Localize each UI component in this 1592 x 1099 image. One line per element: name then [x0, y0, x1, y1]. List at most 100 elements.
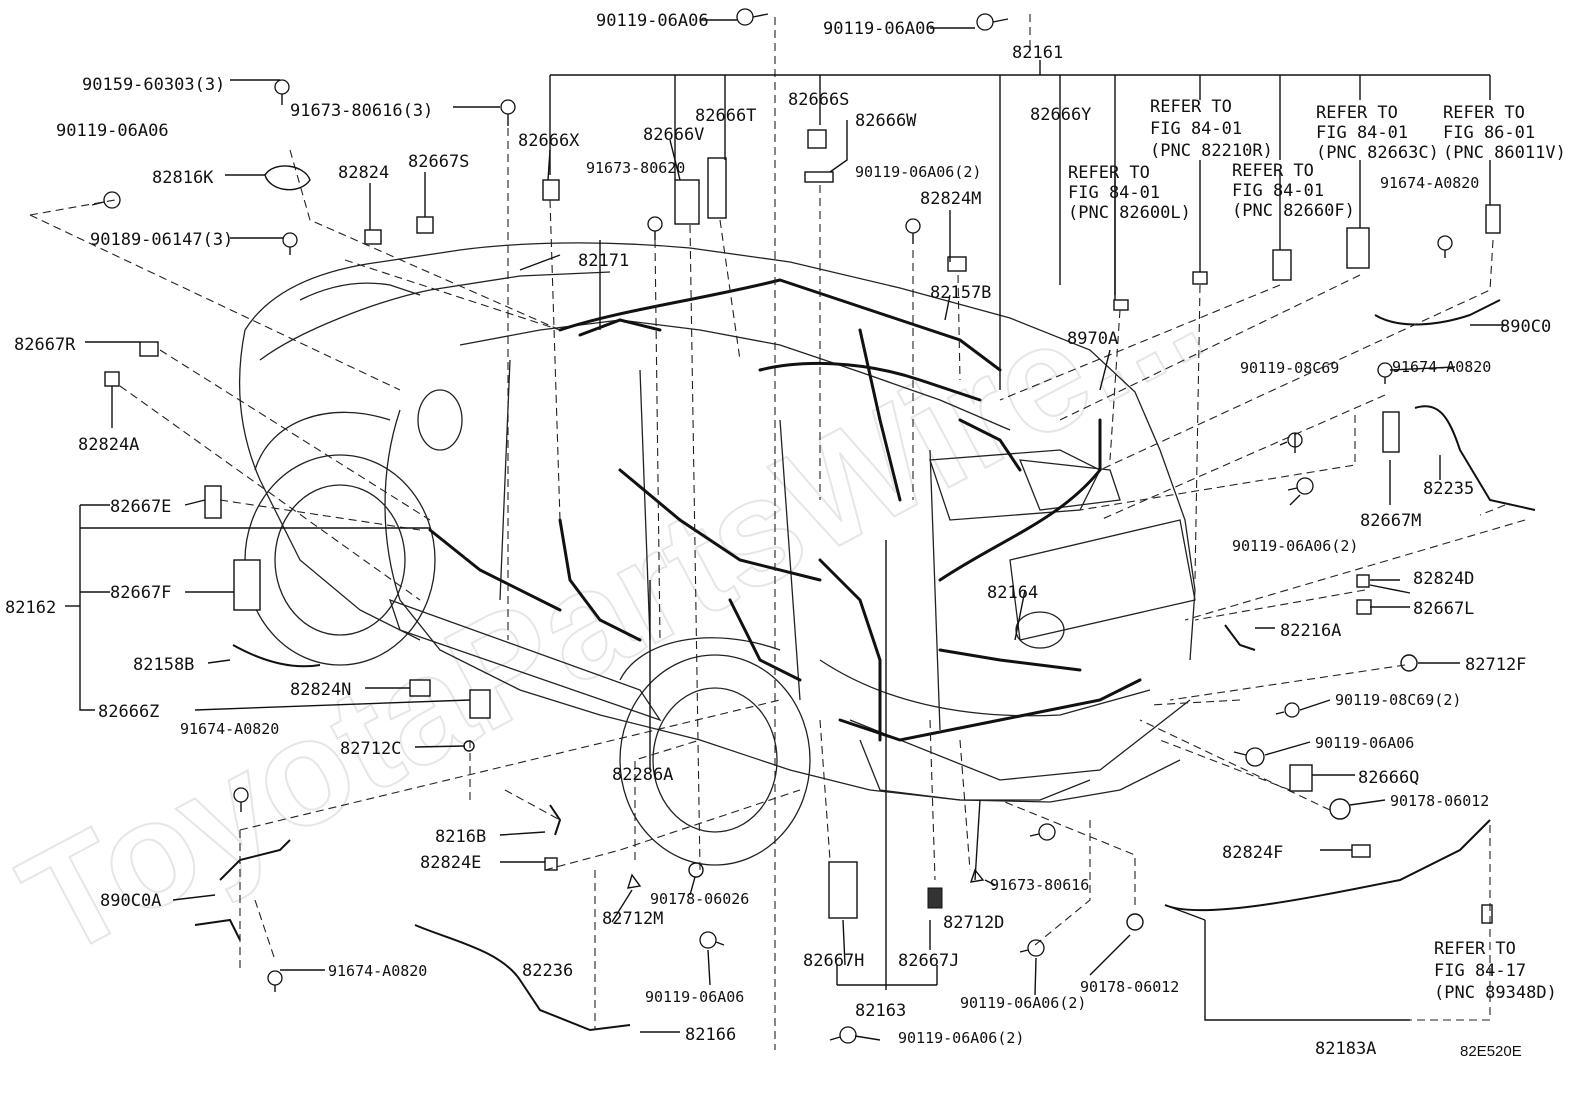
- part-label: 82824: [338, 163, 389, 183]
- part-label: 82163: [855, 1001, 906, 1021]
- part-label: 90178-06012: [1080, 978, 1179, 996]
- bracket-lines: [65, 19, 1505, 1041]
- part-label: 82166: [685, 1025, 736, 1045]
- part-label: 82667M: [1360, 511, 1421, 531]
- part-label: 90119-06A06: [56, 121, 169, 141]
- svg-text:(PNC 82663C): (PNC 82663C): [1316, 143, 1439, 163]
- refer-to-note: REFER TO FIG 84-01 (PNC 82663C): [1316, 103, 1439, 163]
- part-label: 82712F: [1465, 655, 1526, 675]
- svg-text:FIG 84-01: FIG 84-01: [1150, 119, 1242, 139]
- part-label: 82824F: [1222, 843, 1283, 863]
- bolt-icon: [274, 79, 290, 105]
- part-label: 82666S: [788, 90, 849, 110]
- vehicle-body: [238, 242, 1196, 866]
- bolt-icon: [699, 931, 725, 949]
- part-label: 890C0: [1500, 317, 1551, 337]
- part-label: 91673-80620: [586, 159, 685, 177]
- part-label: 82235: [1423, 479, 1474, 499]
- part-label: 90119-06A06: [645, 988, 744, 1006]
- bolt-icon: [647, 216, 663, 240]
- svg-text:REFER TO: REFER TO: [1443, 103, 1525, 123]
- part-labels: 90119-06A06 90119-06A06 82161 90159-6030…: [5, 11, 1566, 1060]
- figure-code: 82E520E: [1460, 1043, 1522, 1060]
- part-label: 82236: [522, 961, 573, 981]
- part-label: 82666Y: [1030, 105, 1091, 125]
- part-label: 90178-06012: [1390, 792, 1489, 810]
- part-label: 82667L: [1413, 599, 1474, 619]
- part-label: 82712D: [943, 913, 1004, 933]
- reference-lines: [29, 14, 1526, 1050]
- bolt-icon: [905, 218, 921, 244]
- refer-to-note: REFER TO FIG 86-01 (PNC 86011V): [1443, 103, 1566, 163]
- svg-text:REFER TO: REFER TO: [1232, 161, 1314, 181]
- svg-text:FIG 86-01: FIG 86-01: [1443, 123, 1535, 143]
- part-label: 90119-06A06(2): [898, 1029, 1024, 1047]
- refer-to-note: REFER TO FIG 84-01 (PNC 82210R): [1150, 97, 1273, 161]
- bolt-icon: [267, 970, 283, 992]
- part-label: 90119-06A06(2): [1232, 537, 1358, 555]
- bolt-icon: [1287, 477, 1314, 495]
- part-label: 82171: [578, 251, 629, 271]
- svg-text:FIG 84-01: FIG 84-01: [1232, 181, 1324, 201]
- part-label: 8970A: [1067, 329, 1118, 349]
- part-label: 91674-A0820: [1380, 174, 1479, 192]
- part-label: 82824A: [78, 435, 139, 455]
- fasteners: [91, 8, 1453, 1044]
- part-label: 90119-06A06: [1315, 734, 1414, 752]
- bolt-icon: [282, 232, 298, 255]
- svg-text:(PNC 89348D): (PNC 89348D): [1434, 983, 1557, 1003]
- part-label: 82666Q: [1358, 768, 1419, 788]
- svg-text:FIG 84-01: FIG 84-01: [1068, 183, 1160, 203]
- bolt-icon: [500, 99, 516, 126]
- part-label: 90189-06147(3): [90, 230, 233, 250]
- part-label: 82824M: [920, 189, 981, 209]
- part-label: 82824N: [290, 680, 351, 700]
- svg-text:FIG 84-17: FIG 84-17: [1434, 961, 1526, 981]
- bolt-icon: [1275, 702, 1300, 718]
- part-label: 90119-06A06(2): [855, 163, 981, 181]
- refer-to-note: REFER TO FIG 84-01 (PNC 82660F): [1232, 161, 1355, 221]
- part-label: 90119-06A06: [823, 19, 936, 39]
- wire-harnesses: [194, 278, 1536, 1032]
- svg-text:(PNC 86011V): (PNC 86011V): [1443, 143, 1566, 163]
- bolt-icon: [1377, 362, 1393, 384]
- part-label: 91673-80616: [990, 876, 1089, 894]
- bolt-icon: [91, 191, 121, 209]
- part-label: 90119-06A06(2): [960, 994, 1086, 1012]
- part-label: 82667E: [110, 497, 171, 517]
- part-label: 82816K: [152, 168, 214, 188]
- part-label: 82667R: [14, 335, 76, 355]
- bolt-icon: [1437, 235, 1453, 258]
- part-label: 82666W: [855, 111, 917, 131]
- part-label: 91674-A0820: [1392, 358, 1491, 376]
- part-label: 82712M: [602, 909, 663, 929]
- part-label: 82157B: [930, 283, 991, 303]
- part-label: 890C0A: [100, 891, 161, 911]
- part-label: 90119-06A06: [596, 11, 709, 31]
- svg-text:REFER TO: REFER TO: [1150, 97, 1232, 117]
- part-label: 82666V: [643, 125, 704, 145]
- bolt-icon: [1233, 747, 1265, 767]
- part-label: 91674-A0820: [180, 720, 279, 738]
- part-label: 82666Z: [98, 702, 159, 722]
- svg-text:REFER TO: REFER TO: [1316, 103, 1398, 123]
- svg-text:(PNC 82210R): (PNC 82210R): [1150, 141, 1273, 161]
- part-label: 82164: [987, 583, 1038, 603]
- part-label: 82667J: [898, 951, 959, 971]
- bolt-icon: [976, 13, 1009, 31]
- bolt-icon: [1029, 823, 1056, 841]
- bolt-icon: [736, 8, 769, 26]
- part-label: 82162: [5, 598, 56, 618]
- part-label: 82667S: [408, 152, 469, 172]
- bolt-icon: [233, 787, 249, 812]
- svg-text:FIG 84-01: FIG 84-01: [1316, 123, 1408, 143]
- part-label: 91674-A0820: [328, 962, 427, 980]
- part-label: 82667H: [803, 951, 864, 971]
- part-label: 90119-08C69(2): [1335, 691, 1461, 709]
- part-label: 82667F: [110, 583, 171, 603]
- part-label: 82824D: [1413, 569, 1474, 589]
- svg-text:(PNC 82600L): (PNC 82600L): [1068, 203, 1191, 223]
- refer-to-note: REFER TO FIG 84-01 (PNC 82600L): [1068, 163, 1191, 223]
- part-label: 82158B: [133, 655, 194, 675]
